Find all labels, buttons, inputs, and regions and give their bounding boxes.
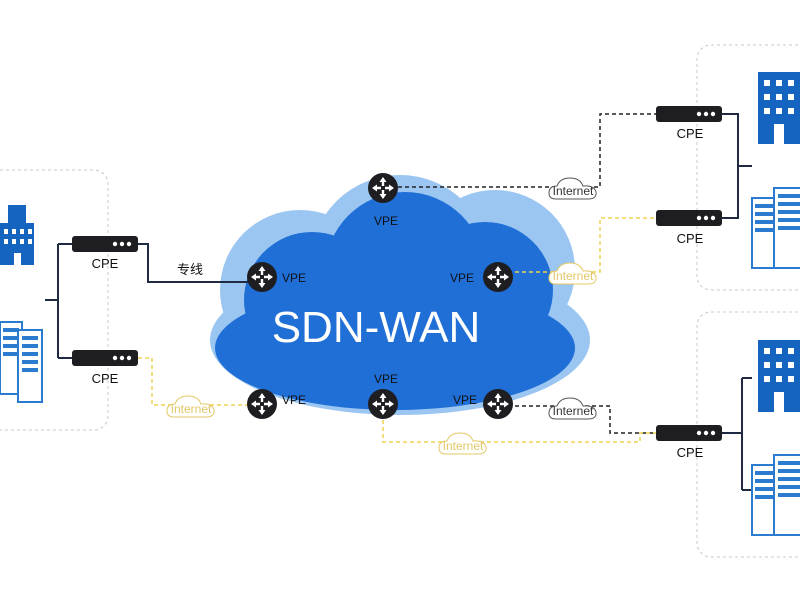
- connections: [45, 113, 752, 491]
- building-icon: [0, 205, 34, 265]
- vpe-router-bottom-mid: VPE: [368, 372, 398, 419]
- sdn-wan-cloud: SDN-WAN: [210, 175, 590, 415]
- svg-text:VPE: VPE: [374, 372, 398, 386]
- internet-cloud-right-yellow: Internet: [548, 262, 597, 285]
- left-site-bus: [45, 243, 72, 359]
- cpe-right-bottom: CPE: [656, 425, 722, 460]
- internet-cloud-bottom-yellow: Internet: [438, 432, 487, 455]
- svg-text:Internet: Internet: [553, 404, 594, 418]
- svg-text:Internet: Internet: [171, 402, 212, 416]
- yellow-internet-left: [138, 357, 250, 406]
- svg-text:CPE: CPE: [92, 256, 119, 271]
- server-rack-icon: [751, 454, 800, 536]
- yellow-internet-bottom: [382, 420, 656, 443]
- svg-text:Internet: Internet: [553, 269, 594, 283]
- server-rack-icon: [0, 321, 43, 403]
- svg-text:Internet: Internet: [443, 439, 484, 453]
- vpe-router-right: VPE: [450, 262, 513, 292]
- vpe-router-bottom-right: VPE: [453, 389, 513, 419]
- cpe-right-top-1: CPE: [656, 106, 722, 141]
- dedicated-line: [138, 243, 250, 283]
- svg-text:VPE: VPE: [453, 393, 477, 407]
- internet-line-bottom: [515, 405, 656, 434]
- cpe-left-top: CPE: [72, 236, 138, 271]
- vpe-router-bottom-left: VPE: [247, 389, 306, 419]
- internet-cloud-left-yellow: Internet: [166, 395, 215, 418]
- right-top-site-bus: [722, 113, 752, 219]
- building-icon: [758, 72, 800, 144]
- server-rack-icon: [751, 187, 800, 269]
- svg-text:CPE: CPE: [677, 445, 704, 460]
- internet-cloud-bottom: Internet: [548, 397, 597, 420]
- internet-cloud-top: Internet: [548, 177, 597, 200]
- svg-text:CPE: CPE: [677, 231, 704, 246]
- svg-text:VPE: VPE: [282, 393, 306, 407]
- dedicated-line-label: 专线: [177, 262, 203, 277]
- svg-text:VPE: VPE: [374, 214, 398, 228]
- svg-text:VPE: VPE: [450, 271, 474, 285]
- cpe-right-top-2: CPE: [656, 210, 722, 246]
- right-bottom-site-bus: [722, 377, 752, 491]
- cpe-left-bottom: CPE: [72, 350, 138, 386]
- internet-line-top: [398, 113, 656, 188]
- vpe-router-left: VPE: [247, 262, 306, 292]
- svg-text:Internet: Internet: [553, 184, 594, 198]
- svg-text:CPE: CPE: [677, 126, 704, 141]
- building-icon: [758, 340, 800, 412]
- svg-text:VPE: VPE: [282, 271, 306, 285]
- site-box-left: [0, 169, 109, 431]
- vpe-router-top: VPE: [368, 173, 398, 228]
- svg-text:CPE: CPE: [92, 371, 119, 386]
- cloud-title: SDN-WAN: [272, 303, 481, 352]
- site-box-right-top: [696, 44, 800, 291]
